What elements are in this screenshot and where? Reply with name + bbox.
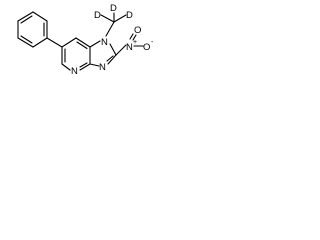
bond bbox=[79, 63, 91, 71]
atom-nitro-o-single: O bbox=[143, 42, 150, 53]
bond bbox=[17, 37, 34, 48]
atom-n3: N bbox=[99, 62, 106, 73]
bond bbox=[17, 11, 34, 22]
bond bbox=[109, 43, 117, 56]
phenyl-ring bbox=[17, 11, 48, 48]
double-bond-inner bbox=[20, 15, 33, 24]
atom-d2: D bbox=[110, 3, 117, 14]
bond bbox=[32, 11, 48, 22]
atom-d3: D bbox=[126, 10, 133, 21]
structure-canvas: N N N N + O O - D D D bbox=[0, 0, 157, 86]
bond bbox=[89, 40, 101, 48]
double-bond-inner bbox=[106, 55, 114, 62]
atom-n1: N bbox=[101, 37, 108, 48]
chemical-structure: N N N N + O O - D D D bbox=[17, 3, 154, 77]
double-bond-inner bbox=[20, 35, 33, 44]
double-bond-inner bbox=[79, 62, 88, 68]
bond bbox=[32, 37, 48, 48]
nitro-n-charge: + bbox=[133, 39, 137, 46]
atom-nitro-o-double: O bbox=[134, 25, 141, 36]
bond bbox=[61, 63, 71, 71]
c-d-bond bbox=[113, 14, 127, 23]
bond bbox=[61, 37, 77, 48]
imidazole-ring bbox=[89, 40, 117, 67]
c-nitro-bond bbox=[115, 44, 127, 56]
bond bbox=[75, 37, 91, 48]
c-d-bond bbox=[100, 14, 115, 23]
bond bbox=[89, 63, 100, 67]
n-o-double-bond bbox=[129, 33, 134, 40]
biaryl-bond bbox=[46, 37, 63, 48]
n-o-double-bond bbox=[132, 34, 137, 41]
atom-nitro-n: N bbox=[126, 42, 133, 53]
atom-n-pyridine: N bbox=[71, 66, 78, 77]
pyridine-ring bbox=[61, 37, 91, 71]
n-methyl-bond bbox=[105, 21, 115, 37]
double-bond-inner bbox=[76, 41, 88, 50]
atom-d1: D bbox=[94, 10, 101, 21]
nitro-o-charge: - bbox=[151, 39, 154, 46]
bond bbox=[107, 54, 117, 65]
